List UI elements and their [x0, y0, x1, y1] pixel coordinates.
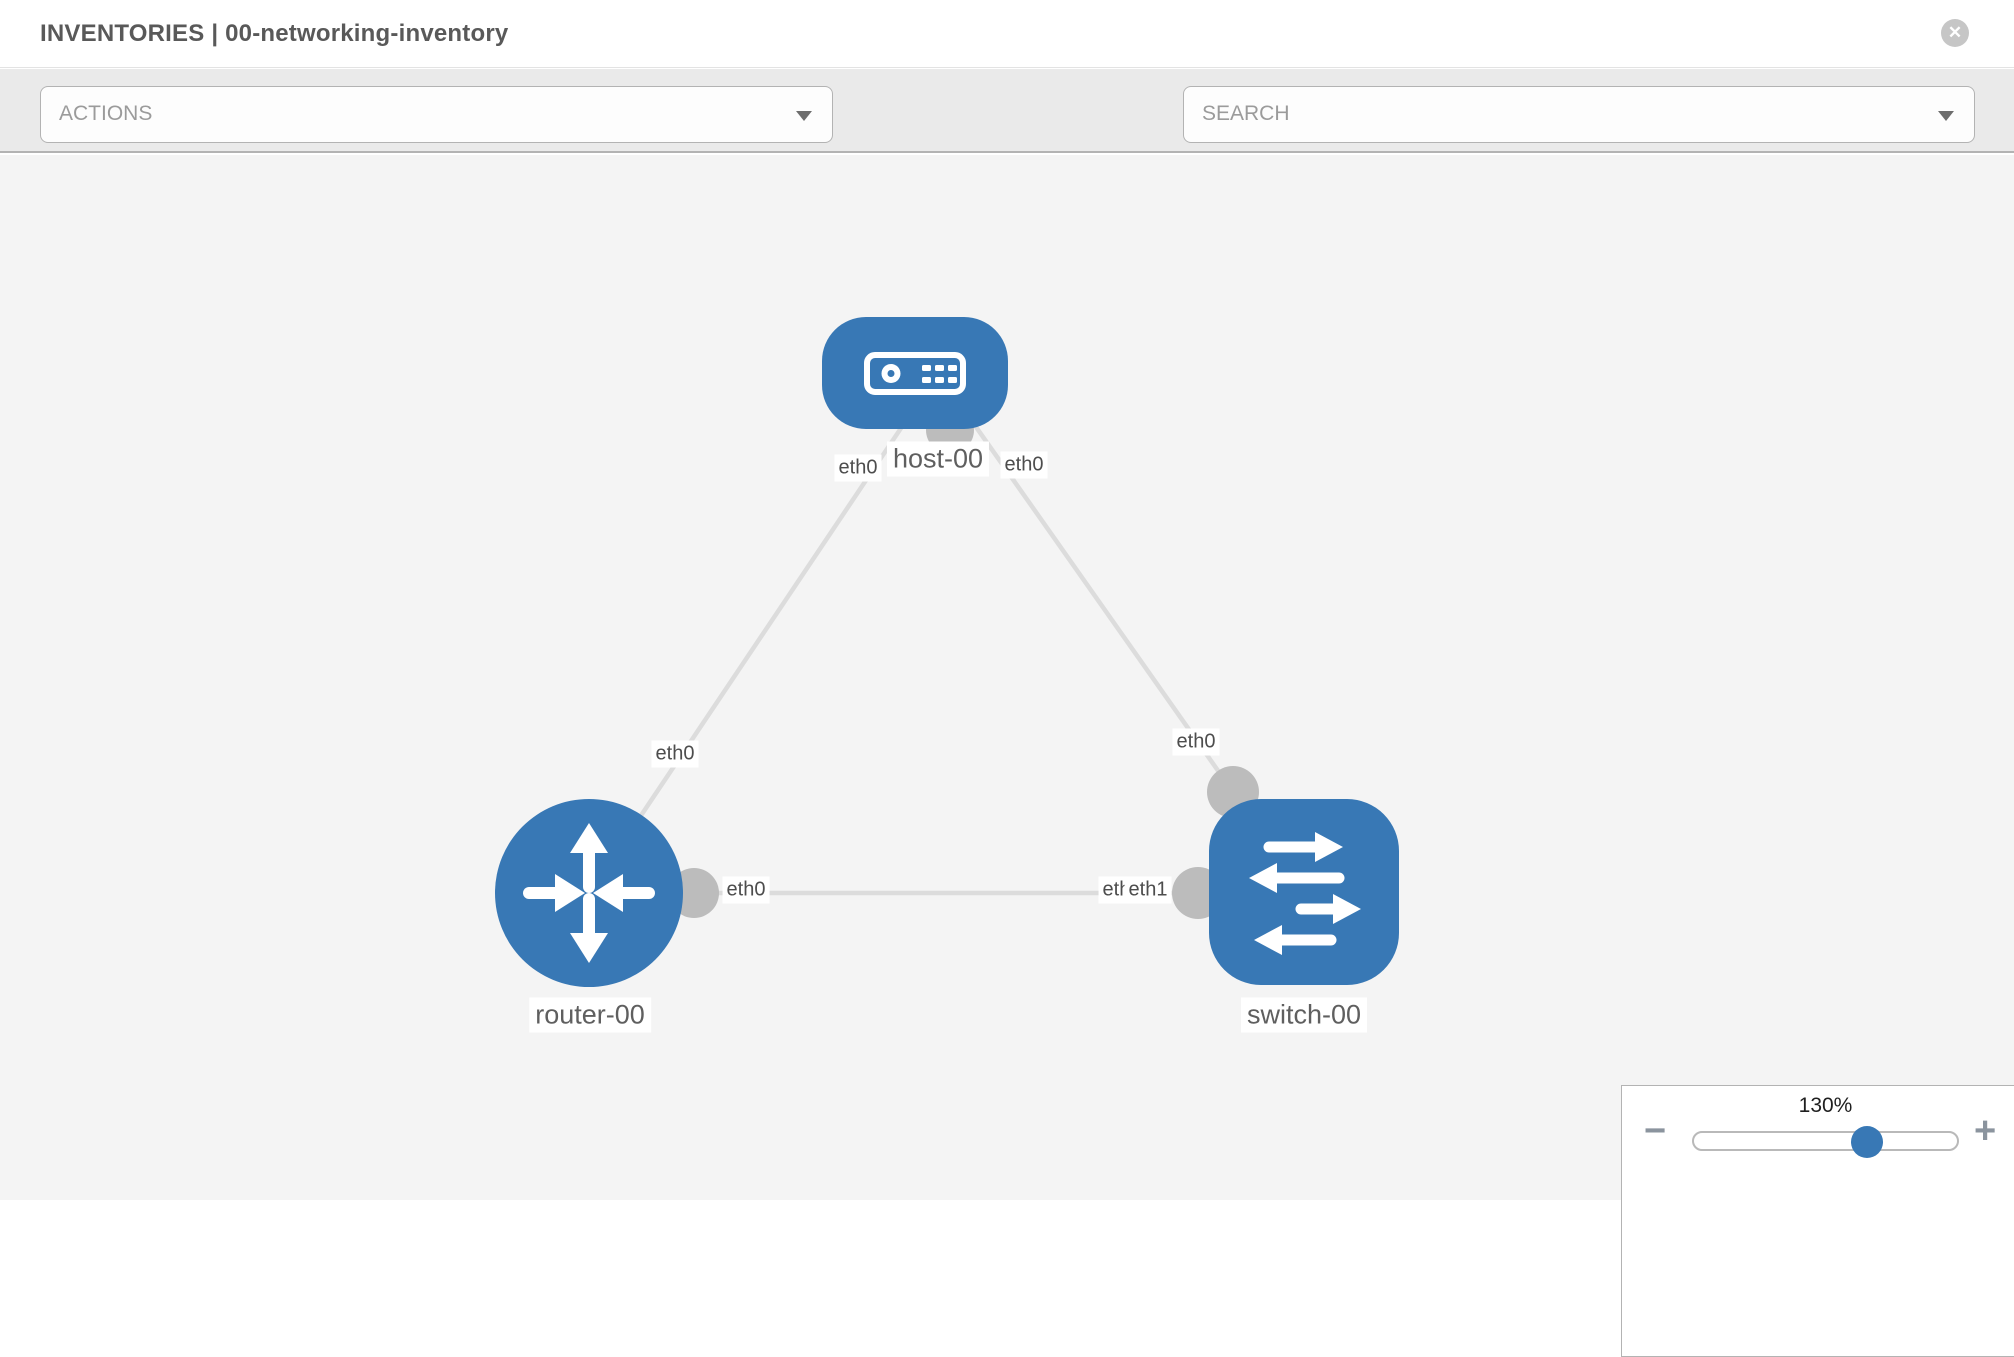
zoom-level-value: 130%: [1798, 1094, 1853, 1117]
chevron-down-icon: [796, 111, 812, 121]
actions-dropdown-label: ACTIONS: [59, 102, 153, 125]
actions-dropdown[interactable]: ACTIONS: [40, 86, 833, 143]
zoom-out-button[interactable]: −: [1644, 1110, 1667, 1152]
router-icon: [523, 823, 655, 963]
search-input[interactable]: [1202, 87, 1874, 141]
interface-label: eth0: [834, 454, 882, 482]
page-title: INVENTORIES | 00-networking-inventory: [40, 20, 509, 47]
interface-label: eth0: [1000, 451, 1048, 479]
topology-canvas[interactable]: eth0 eth0 eth0 eth0 eth0 eth1 eth1 host-…: [0, 155, 2014, 1357]
topology-links-layer: [587, 371, 1259, 919]
interface-label: eth0: [1172, 728, 1220, 756]
node-label-switch: switch-00: [1240, 997, 1368, 1033]
interface-label: eth1: [1124, 876, 1172, 904]
node-label-host: host-00: [886, 441, 990, 477]
chevron-down-icon: [1938, 111, 1954, 121]
header-bar: INVENTORIES | 00-networking-inventory ✕: [0, 0, 2014, 68]
search-dropdown[interactable]: [1183, 86, 1975, 143]
interface-label: eth0: [722, 876, 770, 904]
interface-label: eth0: [651, 740, 699, 768]
node-router-00[interactable]: [495, 799, 683, 987]
zoom-slider-track[interactable]: [1692, 1126, 1959, 1158]
node-label-router: router-00: [529, 997, 651, 1033]
zoom-control-panel: 130% − +: [1621, 1085, 2014, 1357]
node-host-00[interactable]: [822, 317, 1008, 429]
close-icon[interactable]: ✕: [1941, 19, 1969, 47]
switch-icon: [1249, 832, 1361, 955]
node-switch-00[interactable]: [1209, 799, 1399, 985]
zoom-in-button[interactable]: +: [1974, 1110, 1997, 1152]
zoom-slider-knob[interactable]: [1851, 1126, 1883, 1158]
host-icon: [864, 352, 966, 395]
toolbar: ACTIONS: [0, 69, 2014, 202]
